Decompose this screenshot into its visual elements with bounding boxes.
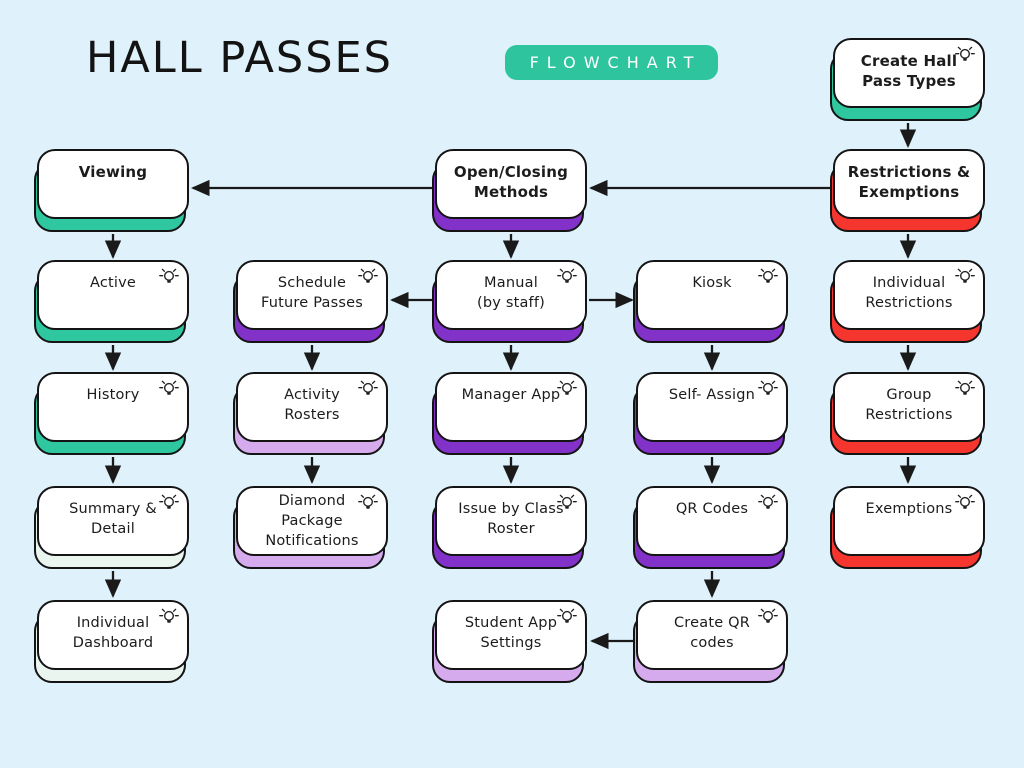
node-label: Self- Assign bbox=[668, 387, 756, 403]
node-label: QR Codes bbox=[675, 501, 749, 517]
node-label: Exemptions bbox=[865, 501, 953, 517]
node-face: Kiosk bbox=[636, 260, 788, 330]
node-active: Active bbox=[34, 260, 189, 343]
node-restrictions-exemptions: Restrictions &Exemptions bbox=[830, 149, 985, 232]
lightbulb-icon bbox=[557, 494, 577, 509]
lightbulb-icon bbox=[758, 380, 778, 395]
flowchart-badge: FLOWCHART bbox=[505, 45, 718, 80]
lightbulb-icon bbox=[955, 494, 975, 509]
node-label: Active bbox=[89, 275, 137, 291]
lightbulb-icon bbox=[758, 494, 778, 509]
lightbulb-icon bbox=[955, 380, 975, 395]
node-face: Viewing bbox=[37, 149, 189, 219]
node-label: Summary &Detail bbox=[69, 501, 157, 537]
lightbulb-icon bbox=[758, 608, 778, 623]
lightbulb-icon bbox=[955, 46, 975, 61]
lightbulb-icon bbox=[557, 380, 577, 395]
node-qr-codes: QR Codes bbox=[633, 486, 788, 569]
node-face: Manager App bbox=[435, 372, 587, 442]
lightbulb-icon bbox=[358, 380, 378, 395]
node-face: QR Codes bbox=[636, 486, 788, 556]
node-kiosk: Kiosk bbox=[633, 260, 788, 343]
node-label: Restrictions &Exemptions bbox=[847, 163, 971, 201]
lightbulb-icon bbox=[557, 608, 577, 623]
node-face: Self- Assign bbox=[636, 372, 788, 442]
lightbulb-icon bbox=[358, 494, 378, 509]
lightbulb-icon bbox=[758, 268, 778, 283]
node-label: Manager App bbox=[461, 387, 561, 403]
node-self-assign: Self- Assign bbox=[633, 372, 788, 455]
lightbulb-icon bbox=[159, 608, 179, 623]
lightbulb-icon bbox=[358, 268, 378, 283]
lightbulb-icon bbox=[159, 268, 179, 283]
page-title: HALL PASSES bbox=[86, 33, 393, 83]
node-viewing: Viewing bbox=[34, 149, 189, 232]
node-exemptions: Exemptions bbox=[830, 486, 985, 569]
node-label: Viewing bbox=[78, 163, 148, 181]
node-face: Exemptions bbox=[833, 486, 985, 556]
node-face: Summary &Detail bbox=[37, 486, 189, 556]
node-label: History bbox=[86, 387, 140, 403]
node-label: Kiosk bbox=[692, 275, 732, 291]
node-manual-by-staff: Manual(by staff) bbox=[432, 260, 587, 343]
node-summary-detail: Summary &Detail bbox=[34, 486, 189, 569]
lightbulb-icon bbox=[557, 268, 577, 283]
node-manager-app: Manager App bbox=[432, 372, 587, 455]
node-label: Manual(by staff) bbox=[476, 275, 546, 311]
lightbulb-icon bbox=[159, 380, 179, 395]
lightbulb-icon bbox=[159, 494, 179, 509]
node-face: Restrictions &Exemptions bbox=[833, 149, 985, 219]
node-history: History bbox=[34, 372, 189, 455]
lightbulb-icon bbox=[955, 268, 975, 283]
node-face: History bbox=[37, 372, 189, 442]
node-face: Manual(by staff) bbox=[435, 260, 587, 330]
node-face: Active bbox=[37, 260, 189, 330]
